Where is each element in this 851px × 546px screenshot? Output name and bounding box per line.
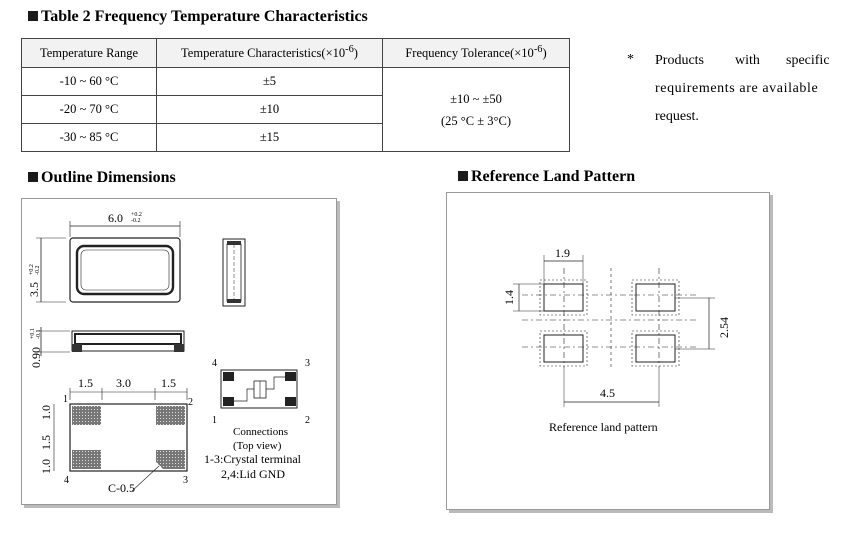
land-pattern-box: 1.9 1.4 2.54 4.5 Reference land pattern: [446, 192, 770, 510]
pin-label: 4: [212, 358, 217, 369]
width-dim-label: 6.0: [108, 211, 123, 225]
pin-label: 3: [305, 358, 310, 369]
svg-text:-0.2: -0.2: [131, 218, 141, 224]
outline-drawing: 6.0 +0.2 -0.2 3.5 +0.2 -0.2 0.90 +0.1 -0…: [27, 211, 310, 495]
note-word: Products: [655, 53, 704, 68]
pitch-x-dim: 4.5: [600, 386, 615, 400]
pad-y-dim: 1.0: [39, 459, 53, 474]
svg-text:+0.2: +0.2: [131, 212, 142, 218]
note-word: with: [735, 53, 760, 68]
pin-label: 2: [188, 397, 193, 408]
note-asterisk: *: [627, 52, 634, 67]
temperature-char-cell: ±5: [156, 67, 383, 96]
temperature-range-cell: -20 ~ 70 °C: [21, 95, 157, 124]
pad-y-dim: 1.0: [39, 405, 53, 420]
table-heading: Table 2 Frequency Temperature Characteri…: [28, 8, 368, 26]
pin-label: 2: [305, 415, 310, 426]
connection-line: 1-3:Crystal terminal: [204, 452, 302, 466]
header-temperature-characteristics: Temperature Characteristics(×10-6): [156, 38, 383, 68]
pin-label: 1: [63, 394, 68, 405]
note-line: request.: [655, 109, 699, 124]
square-bullet-icon: [28, 11, 38, 21]
frequency-tolerance-cell: ±10 ~ ±50 (25 °C ± 3°C): [382, 67, 570, 152]
outline-drawing-box: 6.0 +0.2 -0.2 3.5 +0.2 -0.2 0.90 +0.1 -0…: [21, 198, 337, 505]
pin-label: 3: [183, 475, 188, 486]
header-temperature-range: Temperature Range: [21, 38, 157, 68]
note-word: specific: [786, 53, 830, 68]
package-side-view: [222, 238, 246, 307]
frequency-temperature-table: Temperature Range Temperature Characteri…: [21, 38, 570, 152]
height-dim-label: 3.5: [27, 282, 41, 297]
package-top-view: [69, 237, 181, 303]
land-caption: Reference land pattern: [549, 420, 658, 434]
svg-text:-0.1: -0.1: [36, 330, 42, 340]
pitch-y-dim: 2.54: [717, 317, 731, 338]
temperature-range-cell: -30 ~ 85 °C: [21, 123, 157, 152]
pad-y-dim: 1.5: [39, 435, 53, 450]
svg-text:+0.1: +0.1: [30, 328, 36, 339]
temperature-char-cell: ±15: [156, 123, 383, 152]
svg-text:+0.2: +0.2: [29, 264, 35, 275]
temperature-range-cell: -10 ~ 60 °C: [21, 67, 157, 96]
land-pattern-heading: Reference Land Pattern: [458, 168, 635, 186]
note-line: requirements are available: [655, 81, 819, 96]
pad-x-dim: 1.5: [78, 376, 93, 390]
connections-title: Connections: [233, 426, 288, 438]
package-bottom-view: [69, 403, 188, 472]
thickness-dim-label: 0.90: [29, 347, 43, 368]
table-header-row: Temperature Range Temperature Characteri…: [21, 38, 570, 68]
land-pattern-drawing: 1.9 1.4 2.54 4.5 Reference land pattern: [502, 246, 731, 434]
pad-width-dim: 1.9: [555, 246, 570, 260]
square-bullet-icon: [28, 172, 38, 182]
connections-subtitle: (Top view): [233, 440, 282, 452]
pad-x-dim: 1.5: [161, 376, 176, 390]
temperature-char-cell: ±10: [156, 95, 383, 124]
pin-label: 4: [64, 475, 69, 486]
package-front-view: [71, 330, 185, 352]
header-frequency-tolerance: Frequency Tolerance(×10-6): [382, 38, 570, 68]
pad-height-dim: 1.4: [502, 290, 516, 305]
pad-x-dim: 3.0: [116, 376, 131, 390]
square-bullet-icon: [458, 171, 468, 181]
svg-text:-0.2: -0.2: [35, 266, 41, 276]
table-row: -30 ~ 85 °C ±15: [21, 123, 570, 152]
land-pad: [543, 283, 676, 363]
table-row: -20 ~ 70 °C ±10: [21, 95, 570, 124]
pin-label: 1: [212, 415, 217, 426]
connection-line: 2,4:Lid GND: [221, 467, 285, 481]
table-row: -10 ~ 60 °C ±5 ±10 ~ ±50 (25 °C ± 3°C): [21, 67, 570, 152]
outline-heading: Outline Dimensions: [28, 169, 176, 187]
chamfer-label: C-0.5: [108, 481, 135, 495]
connection-diagram: [220, 369, 298, 409]
